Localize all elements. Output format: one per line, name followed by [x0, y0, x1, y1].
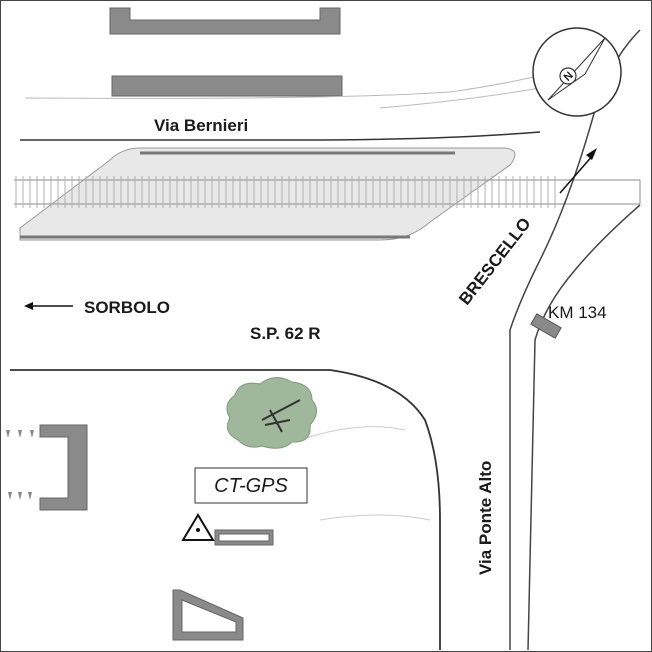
label-sorbolo: SORBOLO [84, 298, 170, 317]
compass-rose: N [532, 27, 622, 117]
bollard-icons [6, 430, 34, 500]
label-sp62r: S.P. 62 R [250, 324, 321, 343]
railway-track [14, 176, 641, 208]
faint-line [24, 69, 561, 99]
building-station [214, 529, 274, 546]
label-km134: KM 134 [548, 303, 607, 322]
faint-line [299, 426, 406, 441]
label-via-bernieri: Via Bernieri [154, 116, 248, 135]
sorbolo-arrow [24, 302, 73, 310]
label-via-ponte-alto: Via Ponte Alto [476, 461, 495, 575]
station-triangle-icon [181, 513, 215, 541]
road-edge-via-bernieri [20, 131, 541, 141]
tree-icon [226, 377, 317, 449]
faint-line [379, 87, 541, 109]
building-bottom [172, 589, 244, 641]
building-top-1 [109, 7, 341, 35]
faint-line [319, 514, 431, 521]
label-station: CT-GPS [214, 475, 288, 497]
km-marker [530, 313, 562, 339]
road-edge-sp62r [10, 369, 441, 650]
brescello-arrow [559, 148, 597, 194]
building-top-2 [111, 75, 343, 97]
station-label-box [194, 467, 308, 504]
building-left [39, 424, 88, 511]
